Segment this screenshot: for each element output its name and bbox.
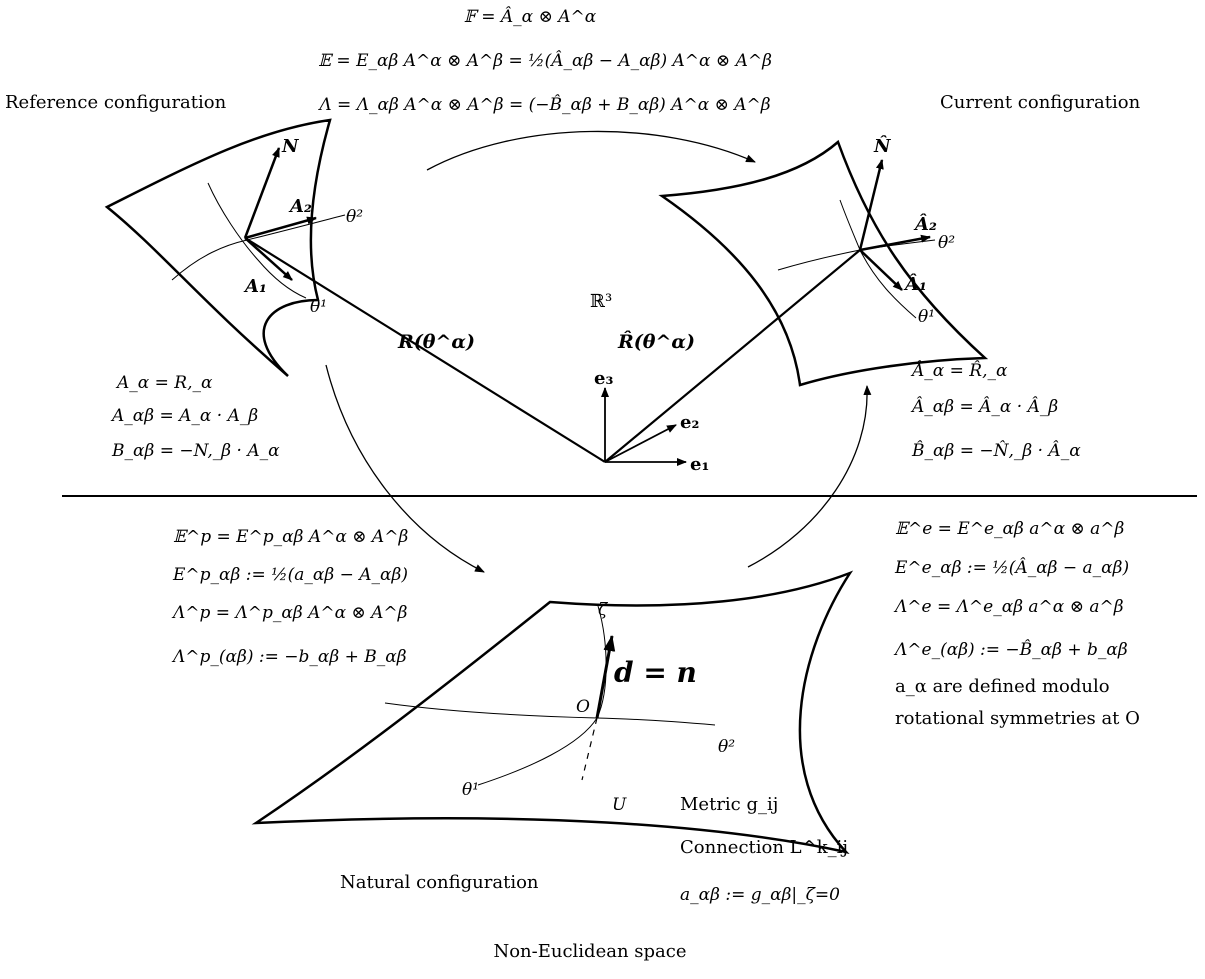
reference-eq2: A_αβ = A_α · A_β xyxy=(110,406,258,426)
reference-theta2-label: θ² xyxy=(346,207,363,227)
reference-theta1-curve xyxy=(207,182,307,299)
current-theta2-curve xyxy=(777,239,936,271)
reference-A1-arrow xyxy=(244,237,293,281)
reference-A2-label: A₂ xyxy=(288,196,312,217)
elastic-note2: rotational symmetries at O xyxy=(895,708,1140,729)
current-theta2-label: θ² xyxy=(938,233,955,253)
natural-U-label: U xyxy=(612,795,627,815)
eq-E: 𝔼 = E_αβ A^α ⊗ A^β = ½(Â_αβ − A_αβ) A^α … xyxy=(318,50,772,71)
plastic-eq2: E^p_αβ := ½(a_αβ − A_αβ) xyxy=(172,565,408,585)
elastic-eq1: 𝔼^e = E^e_αβ a^α ⊗ a^β xyxy=(895,519,1125,539)
current-eq3: B̂_αβ = −N̂,_β · Â_α xyxy=(911,440,1081,461)
current-eq2: Â_αβ = Â_α · Â_β xyxy=(910,396,1058,417)
current-title: Current configuration xyxy=(940,92,1141,113)
elastic-note1: a_α are defined modulo xyxy=(895,676,1110,697)
natural-dn-label: d = n xyxy=(614,656,697,689)
current-theta1-curve xyxy=(839,199,917,319)
reference-position-vector xyxy=(244,237,606,463)
e2-label: e₂ xyxy=(680,412,699,433)
natural-theta2-curve xyxy=(384,702,716,726)
natural-a-def: a_αβ := g_αβ|_ζ=0 xyxy=(680,885,840,905)
eq-F: 𝔽 = Â_α ⊗ A^α xyxy=(464,6,597,27)
current-theta1-label: θ¹ xyxy=(918,307,935,327)
plastic-eq1: 𝔼^p = E^p_αβ A^α ⊗ A^β xyxy=(173,527,408,547)
current-A2-label: Â₂ xyxy=(913,212,937,235)
current-N-arrow xyxy=(858,159,884,251)
natural-d-arrow xyxy=(595,635,616,719)
reference-theta1-label: θ¹ xyxy=(310,297,327,317)
e2-arrow xyxy=(604,424,677,463)
current-N-label: N̂ xyxy=(873,135,892,157)
current-position-label: R̂(θ^α) xyxy=(617,331,695,353)
plastic-eq4: Λ^p_(αβ) := −b_αβ + B_αβ xyxy=(171,647,407,667)
current-position-vector xyxy=(604,249,861,463)
mapping-arrow-up xyxy=(747,385,872,568)
natural-zeta-label: ζ xyxy=(598,600,609,620)
natural-metric: Metric g_ij xyxy=(680,794,778,815)
current-A1-label: Â₁ xyxy=(903,272,927,295)
natural-theta2-label: θ² xyxy=(718,737,735,757)
current-A2-arrow xyxy=(859,234,931,252)
reference-eq3: B_αβ = −N,_β · A_α xyxy=(111,441,280,461)
current-surface xyxy=(658,139,989,387)
natural-O-label: O xyxy=(576,697,590,717)
e1-label: e₁ xyxy=(690,454,709,475)
reference-title: Reference configuration xyxy=(5,92,227,113)
elastic-eq2: E^e_αβ := ½(Â_αβ − a_αβ) xyxy=(894,557,1129,578)
elastic-eq3: Λ^e = Λ^e_αβ a^α ⊗ a^β xyxy=(893,597,1124,617)
mapping-arrow-top xyxy=(426,130,756,171)
R3-label: ℝ³ xyxy=(590,291,612,312)
natural-theta1-label: θ¹ xyxy=(462,780,479,800)
current-A1-arrow xyxy=(859,249,903,291)
plastic-eq3: Λ^p = Λ^p_αβ A^α ⊗ A^β xyxy=(171,603,408,623)
reference-surface xyxy=(104,118,332,377)
reference-A2-arrow xyxy=(244,216,317,240)
current-eq1: Â_α = R̂,_α xyxy=(910,360,1008,381)
bottom-title: Non-Euclidean space xyxy=(493,941,686,962)
mapping-arrow-down xyxy=(325,364,485,573)
e3-label: e₃ xyxy=(594,368,613,389)
natural-normal-dashed xyxy=(581,717,598,781)
natural-surface xyxy=(251,570,854,855)
reference-eq1: A_α = R,_α xyxy=(115,373,213,393)
natural-connection: Connection L^k_ij xyxy=(680,837,848,858)
reference-A1-label: A₁ xyxy=(243,276,267,297)
natural-title: Natural configuration xyxy=(340,872,539,893)
reference-position-label: R(θ^α) xyxy=(397,331,475,353)
eq-Lambda: Λ = Λ_αβ A^α ⊗ A^β = (−B̂_αβ + B_αβ) A^α… xyxy=(317,95,770,115)
reference-N-arrow xyxy=(243,147,281,239)
elastic-eq4: Λ^e_(αβ) := −B̂_αβ + b_αβ xyxy=(893,640,1128,660)
reference-N-label: N xyxy=(281,136,300,157)
